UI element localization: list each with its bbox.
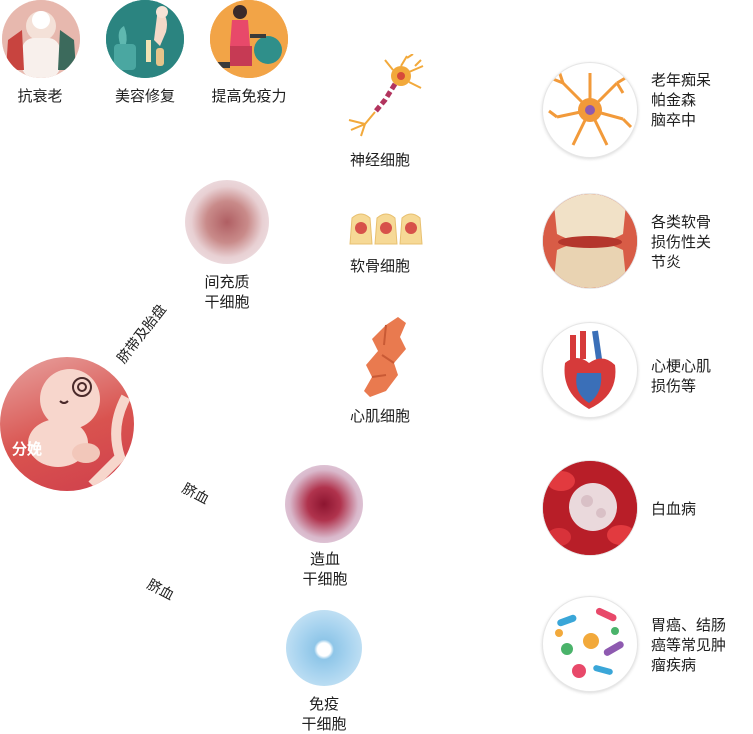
immune-stem-cell-icon <box>286 610 362 686</box>
disease-label-heart: 心梗心肌 损伤等 <box>651 357 712 395</box>
derived-cell-label-neuron: 神经细胞 <box>349 151 410 169</box>
disease-label-cartilage: 各类软骨 损伤性关 节炎 <box>651 213 712 271</box>
disease-label-leukemia: 白血病 <box>651 500 697 518</box>
neuron-cell-icon <box>345 54 427 138</box>
benefit-label-beauty-repair: 美容修复 <box>114 87 175 105</box>
blood-cells-icon <box>542 460 638 556</box>
baby-birth-icon <box>0 357 134 491</box>
benefit-label-anti-aging: 抗衰老 <box>17 87 63 105</box>
derived-cell-label-cardiomyocyte: 心肌细胞 <box>349 407 410 425</box>
stem-cell-label-mesenchymal: 间充质 干细胞 <box>204 273 250 311</box>
knee-joint-icon <box>542 193 638 289</box>
immunity-icon <box>210 0 288 78</box>
stem-cell-label-hematopoietic: 造血 干细胞 <box>302 550 348 588</box>
anti-aging-icon <box>2 0 80 78</box>
stem-cell-label-immune: 免疫 干细胞 <box>301 695 347 733</box>
derived-cell-label-cartilage: 软骨细胞 <box>349 257 410 275</box>
neuron-icon <box>542 62 638 158</box>
source-label: 分娩 <box>12 440 43 458</box>
branch-label-cord-blood-1: 脐血 <box>179 480 212 508</box>
bacteria-icon <box>542 596 638 692</box>
beauty-repair-icon <box>106 0 184 78</box>
hematopoietic-stem-cell-icon <box>285 465 363 543</box>
disease-label-neuro: 老年痴呆 帕金森 脑卒中 <box>651 71 712 129</box>
cartilage-cell-icon <box>348 210 424 246</box>
branch-label-cord-blood-2: 脐血 <box>144 576 177 604</box>
heart-icon <box>542 322 638 418</box>
benefit-label-immunity: 提高免疫力 <box>211 87 287 105</box>
cardiomyocyte-icon <box>360 315 410 399</box>
mesenchymal-stem-cell-icon <box>185 180 269 264</box>
branch-label-placenta: 脐带及胎盘 <box>114 301 171 367</box>
disease-label-tumor: 胃癌、结肠 癌等常见肿 瘤疾病 <box>651 616 727 674</box>
